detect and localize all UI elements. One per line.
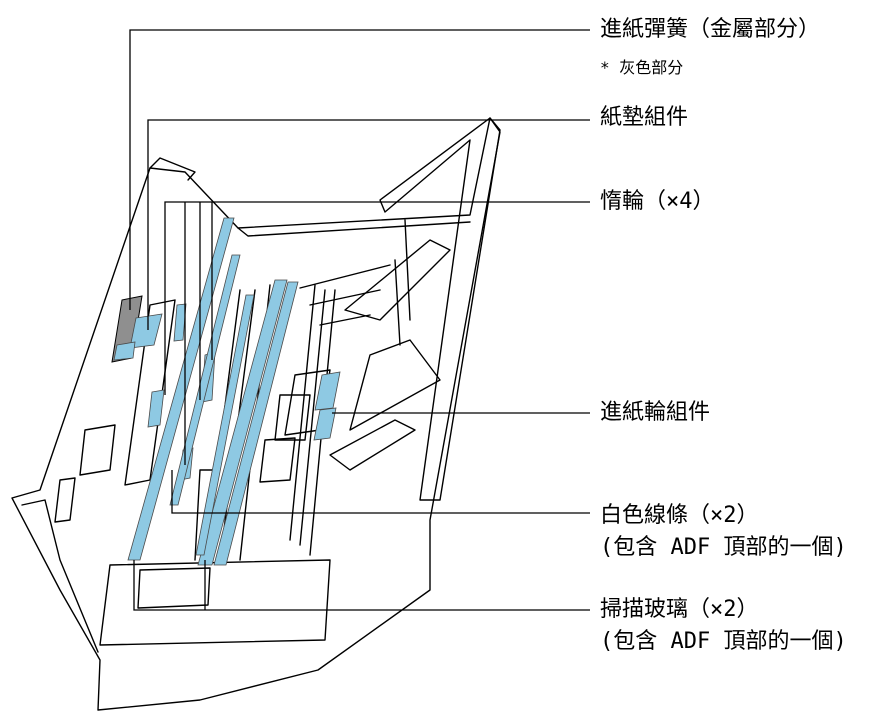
paper-path xyxy=(54,284,336,646)
leader-scanning-glass-line xyxy=(133,560,590,611)
scanning-glass-highlight-2 xyxy=(213,281,299,566)
leader-white-strips xyxy=(171,470,590,514)
pad-assembly-highlight-lower xyxy=(113,341,136,361)
leader-pad-assembly xyxy=(147,119,590,330)
callout-pad-assembly: 紙墊組件 xyxy=(600,105,689,130)
callout-idler-rollers: 惰輪（×4） xyxy=(600,189,715,214)
callout-white-strips: 白色線條（×2） xyxy=(600,503,759,528)
scanning-glass-highlight-3 xyxy=(195,294,255,556)
leader-pick-spring xyxy=(129,29,590,310)
callout-pick-spring: 進紙彈簧（金屬部分） xyxy=(600,17,821,42)
feed-roller-highlight-2 xyxy=(313,407,337,441)
callout-pick-spring-note: * 灰色部分 xyxy=(600,58,684,77)
feed-roller-highlight-1 xyxy=(314,371,341,411)
leader-idler-rollers xyxy=(164,201,590,395)
white-strip-highlight-mid xyxy=(169,254,241,506)
white-strip-highlight-left xyxy=(127,217,235,561)
idler-roller-highlight-1 xyxy=(147,389,165,428)
callout-scanning-glass: 掃描玻璃（×2） xyxy=(600,597,759,622)
leader-lines xyxy=(129,29,590,611)
callout-scanning-glass-note: (包含 ADF 頂部的一個) xyxy=(600,629,847,654)
callout-feed-roller-assembly: 進紙輪組件 xyxy=(600,400,711,425)
scanning-glass-highlight-1 xyxy=(197,279,288,566)
blue-highlights xyxy=(113,217,341,566)
callout-white-strips-note: (包含 ADF 頂部的一個) xyxy=(600,535,847,560)
idler-roller-highlight-2 xyxy=(173,303,187,342)
adf-cover xyxy=(299,117,501,501)
scanner-body xyxy=(11,117,501,711)
pad-assembly-highlight xyxy=(129,313,163,349)
